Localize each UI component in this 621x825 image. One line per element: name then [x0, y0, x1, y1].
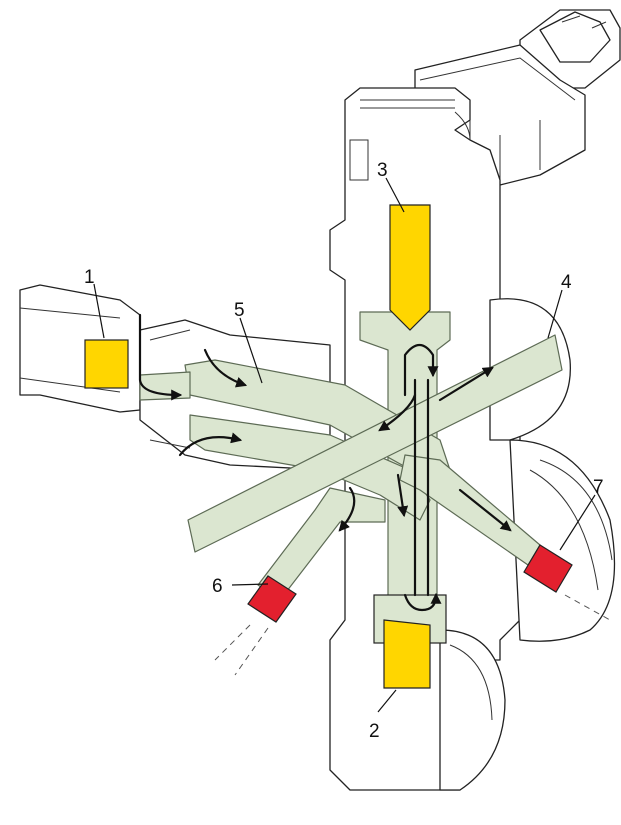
flow-arrow-down	[396, 473, 409, 518]
callout-numbers: 1 2 3 4 5 6 7	[84, 160, 604, 742]
label-2: 2	[369, 721, 380, 742]
element-2-yellow	[383, 619, 431, 689]
flow-arrows	[138, 313, 512, 612]
element-3-yellow	[389, 204, 431, 331]
flow-arrow-channel-5-lower	[178, 432, 243, 457]
flow-arrow-to-4	[438, 366, 494, 402]
flow-arrow-to-7	[458, 488, 512, 532]
channel-6-branch	[257, 487, 386, 601]
element-1-yellow	[84, 339, 129, 389]
element-6-red	[247, 575, 297, 623]
label-6: 6	[212, 576, 223, 597]
flow-arrow-to-6	[338, 486, 356, 532]
label-1: 1	[84, 267, 95, 288]
label-3: 3	[377, 160, 388, 181]
label-5: 5	[234, 300, 245, 321]
flow-arrow-loop-bottom	[403, 592, 442, 612]
channel-4	[187, 334, 563, 553]
flow-arrow-loop-top	[403, 343, 439, 397]
element-7-red	[523, 544, 573, 593]
label-7: 7	[593, 477, 604, 498]
label-4: 4	[561, 272, 572, 293]
flow-arrow-channel-5	[203, 348, 248, 388]
flow-arrow-inlet-top	[138, 313, 183, 401]
callout-leaders	[93, 177, 596, 713]
